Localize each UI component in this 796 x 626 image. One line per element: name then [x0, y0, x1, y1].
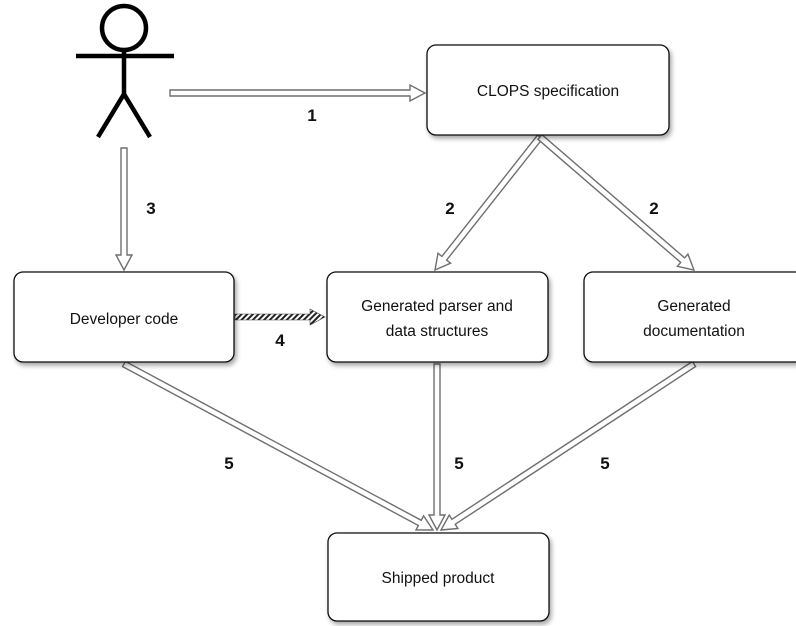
generated-parser-label-line2: data structures	[386, 323, 489, 340]
clops-specification-node: CLOPS specification	[426, 44, 670, 136]
arrows-group	[114, 83, 697, 532]
clops-specification-label: CLOPS specification	[477, 83, 619, 100]
developer-code-label: Developer code	[70, 311, 179, 328]
developer-code-node: Developer code	[13, 271, 235, 363]
arrow-step-1	[169, 83, 427, 103]
generated-parser-node: Generated parser and data structures	[326, 271, 549, 363]
arrow-step-5-parser	[427, 363, 447, 532]
generated-documentation-label-line1: Generated	[657, 298, 730, 315]
arrow-step-5-developer	[121, 360, 435, 531]
arrow-step-5-docs	[439, 360, 697, 531]
shipped-product-node: Shipped product	[327, 532, 550, 622]
arrow-step-2-parser	[434, 134, 544, 272]
shipped-product-label: Shipped product	[382, 570, 496, 587]
stick-figure-icon	[76, 3, 174, 139]
step-2-label-docs: 2	[649, 199, 658, 218]
step-5-label-docs: 5	[600, 454, 609, 473]
step-5-label-parser: 5	[454, 454, 463, 473]
arrow-step-2-docs	[537, 133, 696, 271]
step-2-label-parser: 2	[445, 199, 454, 218]
step-1-label: 1	[307, 106, 316, 125]
generated-documentation-label-line2: documentation	[643, 323, 745, 340]
step-4-label: 4	[275, 331, 285, 350]
step-3-label: 3	[146, 199, 155, 218]
generated-parser-label-line1: Generated parser and	[361, 298, 513, 315]
generated-documentation-node: Generated documentation	[583, 271, 796, 363]
arrow-step-4	[234, 308, 326, 326]
arrow-step-3	[114, 147, 134, 272]
step-5-label-developer: 5	[224, 454, 233, 473]
